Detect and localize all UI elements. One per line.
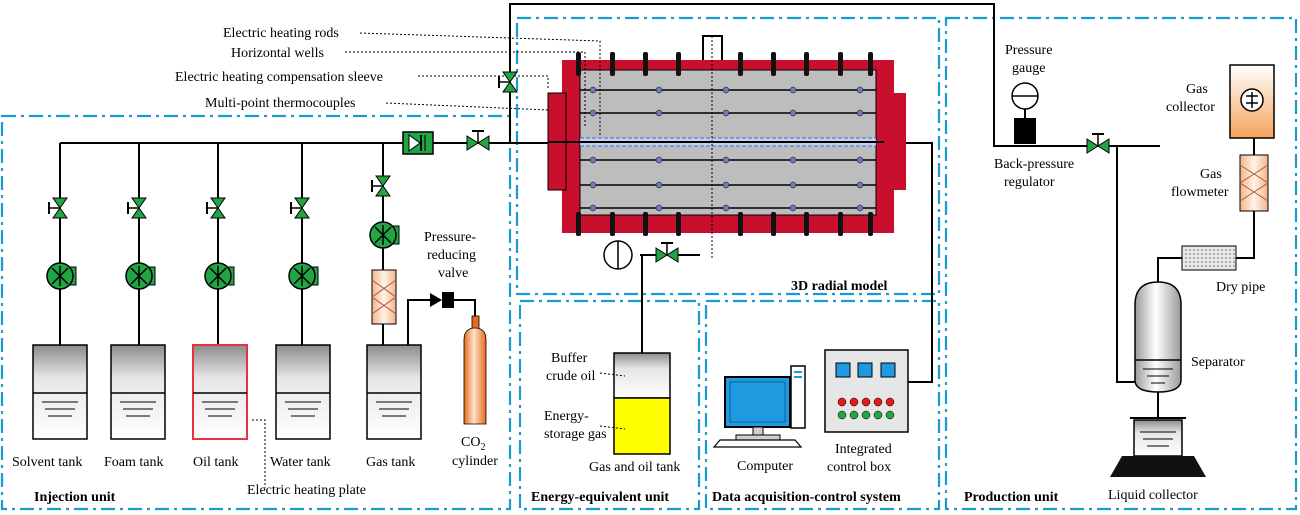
- label-collector-1: Gas: [1186, 82, 1208, 97]
- pump-solvent: [46, 262, 77, 290]
- label-collector-2: collector: [1166, 100, 1215, 115]
- radial-model: [547, 36, 906, 258]
- callout-thermo: Multi-point thermocouples: [205, 96, 355, 111]
- label-dry-pipe: Dry pipe: [1216, 280, 1265, 295]
- label-liquid-collector: Liquid collector: [1108, 488, 1198, 503]
- water-tank: [275, 344, 331, 440]
- valve-oil: [206, 197, 226, 219]
- pump-oil: [204, 262, 235, 290]
- buffer-pressure-gauge: [603, 240, 633, 270]
- pressure-reducing-valve: [430, 292, 454, 308]
- valve-gas: [371, 175, 391, 197]
- label-water-tank: Water tank: [270, 455, 331, 470]
- title-energy-unit: Energy-equivalent unit: [531, 490, 669, 505]
- model-unit-border: [515, 16, 941, 296]
- valve-top: [498, 71, 518, 93]
- valve-foam: [127, 197, 147, 219]
- pumps: [46, 221, 400, 290]
- pump-foam: [125, 262, 156, 290]
- label-control-1: Integrated: [835, 442, 892, 457]
- label-prv-2: reducing: [427, 248, 476, 263]
- title-injection-unit: Injection unit: [34, 490, 116, 505]
- label-gas-oil-tank: Gas and oil tank: [589, 460, 680, 475]
- injection-flowmeter: [371, 269, 397, 325]
- dry-pipe: [1181, 245, 1237, 271]
- valve-water: [290, 197, 310, 219]
- label-computer: Computer: [737, 459, 793, 474]
- title-production-unit: Production unit: [964, 490, 1059, 505]
- model-right-plate: [876, 60, 894, 233]
- energy-unit-border: [518, 299, 701, 511]
- unit-borders: [0, 16, 1298, 511]
- gas-tank: [366, 344, 422, 440]
- title-model: 3D radial model: [791, 279, 888, 294]
- label-cylinder: cylinder: [452, 454, 498, 469]
- callout-rods: Electric heating rods: [223, 26, 339, 41]
- label-flowmeter-2: flowmeter: [1171, 185, 1229, 200]
- co2-cylinder: [463, 315, 487, 425]
- callout-sleeve: Electric heating compensation sleeve: [175, 70, 383, 85]
- computer-icon: [712, 365, 806, 448]
- title-daq-unit: Data acquisition-control system: [712, 490, 901, 505]
- injection-unit-border: [0, 114, 512, 511]
- label-buffer-1: Buffer: [551, 351, 588, 366]
- separator: [1134, 281, 1182, 393]
- label-gas-tank: Gas tank: [366, 455, 415, 470]
- solvent-tank: [32, 344, 88, 440]
- label-control-2: control box: [827, 460, 891, 475]
- label-gauge-2: gauge: [1012, 61, 1045, 76]
- valve-solvent: [48, 197, 68, 219]
- gas-oil-tank: [599, 352, 671, 455]
- gas-collector: [1229, 64, 1275, 139]
- pressure-gauge-icon: [1011, 82, 1039, 144]
- integrated-control-box: [824, 349, 909, 433]
- valve-production: [1086, 133, 1110, 154]
- label-bpr-1: Back-pressure: [994, 157, 1074, 172]
- injection-tanks: [32, 344, 422, 440]
- label-co2: CO2: [461, 435, 485, 453]
- label-heating-plate: Electric heating plate: [247, 483, 366, 498]
- check-valve: [402, 131, 434, 155]
- label-prv-1: Pressure-: [424, 230, 476, 245]
- label-oil-tank: Oil tank: [193, 455, 239, 470]
- callout-leaders: [252, 32, 601, 488]
- valve-buffer: [655, 242, 679, 263]
- label-solvent-tank: Solvent tank: [12, 455, 82, 470]
- label-energy-2: storage gas: [544, 427, 607, 442]
- label-foam-tank: Foam tank: [104, 455, 164, 470]
- label-bpr-2: regulator: [1004, 175, 1055, 190]
- label-gauge-1: Pressure: [1005, 43, 1052, 58]
- oil-tank: [192, 344, 248, 440]
- valve-header: [466, 130, 490, 151]
- foam-tank: [110, 344, 166, 440]
- callout-wells: Horizontal wells: [231, 46, 324, 61]
- daq-unit-border: [704, 299, 941, 511]
- text-labels: Electric heating rods Horizontal wells E…: [12, 26, 1265, 505]
- liquid-collector: [1110, 417, 1206, 477]
- label-separator: Separator: [1191, 355, 1245, 370]
- label-flowmeter-1: Gas: [1200, 167, 1222, 182]
- label-prv-3: valve: [438, 266, 468, 281]
- pump-gas: [369, 221, 400, 249]
- pump-water: [288, 262, 319, 290]
- valves: [48, 71, 1110, 263]
- label-buffer-2: crude oil: [546, 369, 595, 384]
- label-energy-1: Energy-: [544, 409, 589, 424]
- production-unit-border: [944, 16, 1298, 511]
- gas-flowmeter: [1239, 154, 1269, 212]
